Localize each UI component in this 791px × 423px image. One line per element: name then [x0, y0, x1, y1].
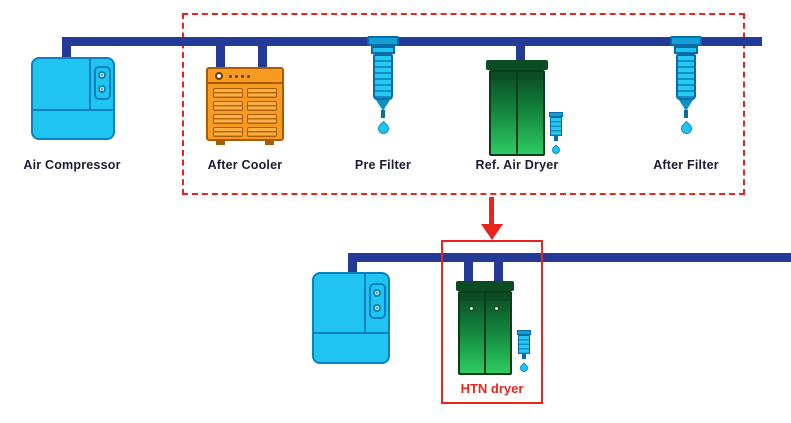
cooler-leg — [265, 139, 274, 145]
pipe-riser-cooler-inlet — [216, 37, 225, 70]
indicator-dot-icon — [235, 75, 238, 78]
filter-cap — [549, 112, 563, 117]
indicator-dot-icon — [229, 75, 232, 78]
pipe-riser-ref-dryer — [516, 37, 525, 64]
replacement-arrow-shaft — [489, 197, 494, 226]
pipe-riser-bottom-compressor — [348, 253, 357, 276]
louver-slat — [213, 127, 243, 137]
filter-bowl — [376, 100, 390, 111]
ref-air-dryer — [489, 70, 545, 156]
control-knob-icon — [98, 71, 106, 79]
after-filter-label: After Filter — [653, 158, 719, 172]
pipe-main-bottom — [348, 253, 791, 262]
pre-filter-label: Pre Filter — [354, 158, 412, 172]
air-compressor-label: Air Compressor — [23, 158, 121, 172]
louver-slat — [247, 114, 277, 124]
filter-cap — [517, 330, 531, 335]
compressor-divider — [89, 59, 91, 109]
control-knob-icon — [373, 304, 381, 312]
cooler-leg — [216, 139, 225, 145]
compressor-seam — [33, 109, 113, 111]
dryer-door-divider — [516, 72, 518, 154]
highlight-dashed-box — [182, 13, 745, 195]
ref-air-dryer-cap — [486, 60, 548, 70]
filter-body — [676, 54, 696, 100]
pipe-riser-htn-right — [494, 253, 503, 285]
control-knob-icon — [373, 289, 381, 297]
htn-dryer-box — [441, 240, 543, 404]
filter-neck — [674, 46, 698, 54]
after-cooler — [206, 67, 284, 145]
bottom-air-compressor — [312, 272, 390, 364]
filter-neck — [371, 46, 395, 54]
compressor-seam — [314, 332, 388, 334]
pipe-riser-compressor — [62, 37, 71, 61]
compressor-divider — [364, 274, 366, 332]
filter-cap — [367, 36, 399, 46]
louver-slat — [247, 101, 277, 111]
indicator-dot-icon — [247, 75, 250, 78]
cooler-topbar — [208, 69, 282, 84]
ref-air-dryer-label: Ref. Air Dryer — [475, 158, 559, 172]
pipe-riser-htn-left — [464, 253, 473, 285]
louver-slat — [213, 101, 243, 111]
filter-drain — [522, 354, 526, 359]
louver-slat — [247, 88, 277, 98]
pipe-riser-cooler-outlet — [258, 37, 267, 70]
filter-drain — [684, 110, 688, 118]
after-cooler-label: After Cooler — [207, 158, 283, 172]
dryer-knob-icon — [494, 306, 499, 311]
htn-dryer-cap — [456, 281, 514, 291]
pipe-main-top — [62, 37, 762, 46]
louver-slat — [213, 114, 243, 124]
louver-slat — [213, 88, 243, 98]
dryer-door-divider — [484, 293, 486, 373]
filter-bowl — [679, 100, 693, 111]
gauge-icon — [215, 72, 223, 80]
air-compressor — [31, 57, 115, 140]
control-knob-icon — [98, 85, 106, 93]
filter-body — [518, 335, 530, 354]
htn-dryer-label: HTN dryer — [460, 381, 524, 396]
dryer-knob-icon — [469, 306, 474, 311]
compressor-control-panel — [94, 66, 111, 100]
filter-drain — [381, 110, 385, 118]
replacement-arrow-head — [481, 224, 503, 240]
filter-drain — [554, 136, 558, 141]
filter-body — [373, 54, 393, 100]
filter-cap — [670, 36, 702, 46]
filter-body — [550, 117, 562, 136]
louver-slat — [247, 127, 277, 137]
compressor-control-panel — [369, 283, 386, 319]
indicator-dot-icon — [241, 75, 244, 78]
htn-dryer — [458, 291, 512, 375]
